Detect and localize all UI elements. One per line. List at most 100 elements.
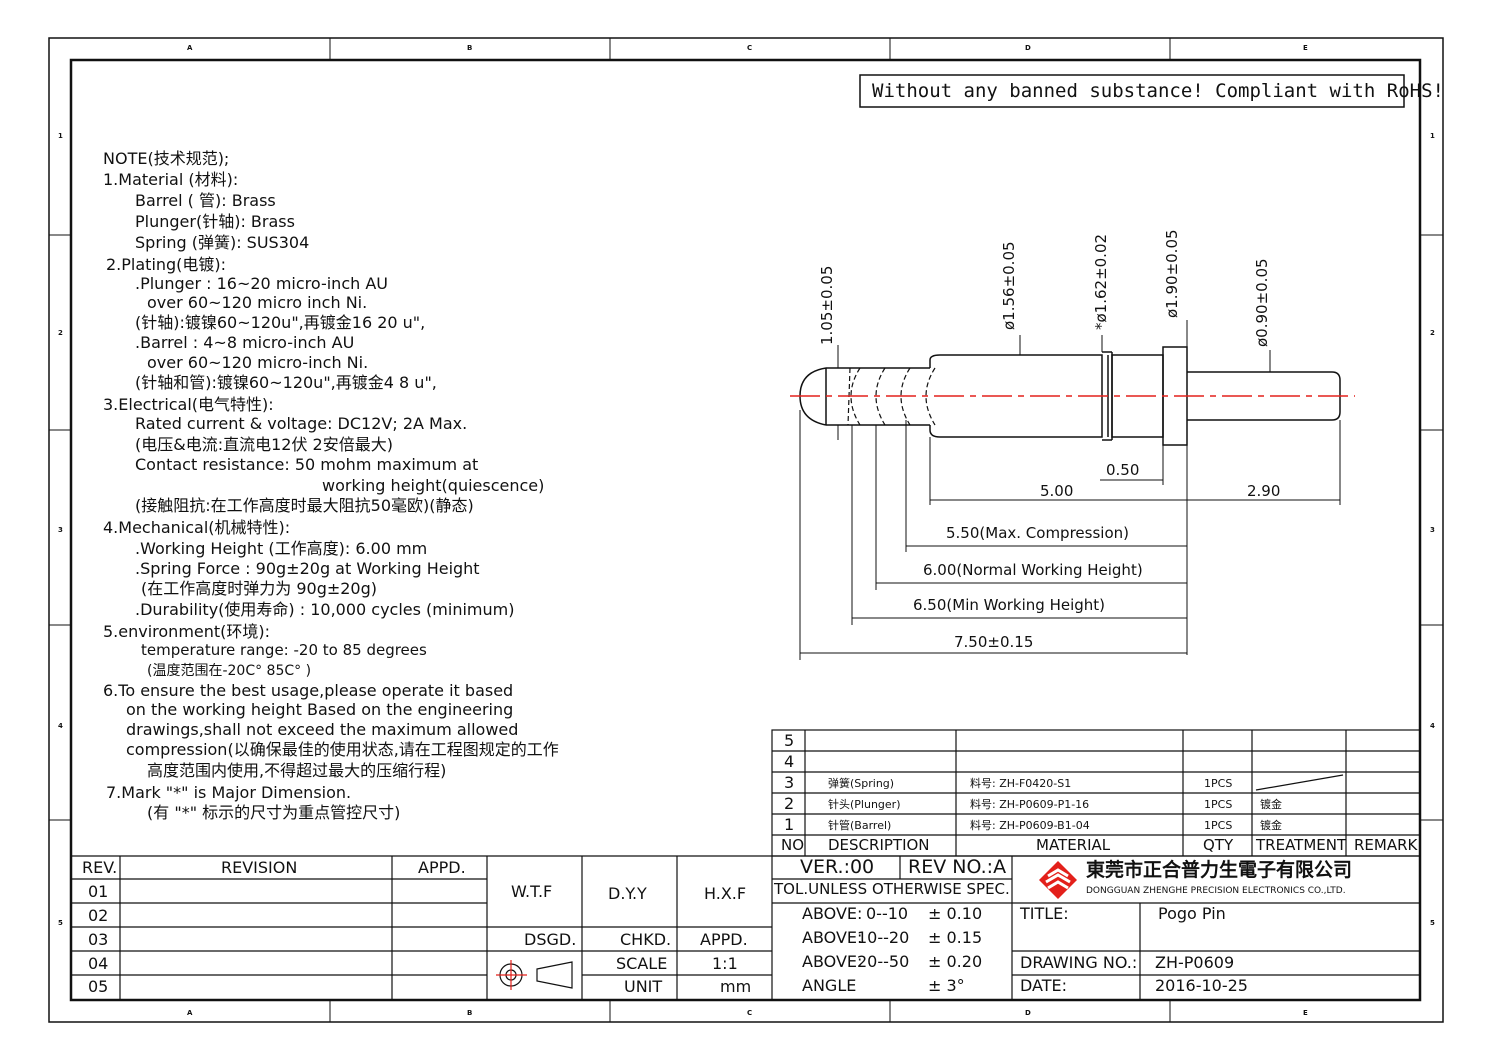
bom-no: 2 [784,794,795,813]
bom-desc: 弹簧(Spring) [828,777,895,790]
note-line: on the working height Based on the engin… [126,700,514,719]
note-line: 7.Mark "*" is Major Dimension. [106,783,352,802]
note-line: temperature range: -20 to 85 degrees [141,641,427,659]
note-line: .Barrel : 4~8 micro-inch AU [135,333,355,352]
dim-collar-width: 0.50 [1106,461,1140,479]
signoff-dyy: D.Y.Y [608,884,647,903]
note-line: 3.Electrical(电气特性): [103,395,274,414]
ruler-row-2-right: 2 [1430,329,1435,337]
note-line: Spring (弹簧): SUS304 [135,233,310,252]
appd-header: APPD. [418,858,466,877]
company-name-cn: 東莞市正合普力生電子有限公司 [1086,859,1353,881]
ruler-col-b-bottom: B [467,1009,473,1017]
scale-label: SCALE [616,954,668,973]
ruler-row-5: 5 [58,919,63,927]
note-line: Barrel ( 管): Brass [135,191,276,210]
dim-barrel-length: 5.00 [1040,482,1074,500]
ruler-row-4: 4 [58,722,63,730]
title-label: TITLE: [1020,904,1069,923]
dim-tip-length: 1.05±0.05 [818,265,836,345]
bom-desc: 针头(Plunger) [828,798,901,811]
ruler-col-a-bottom: A [187,1009,193,1017]
bom-treatment: 镀金 [1260,819,1282,832]
revision-number: REV NO.:A [908,856,1007,878]
bom-no: 5 [784,731,795,750]
rev-number: 01 [88,882,109,901]
note-line: (在工作高度时弹力为 90g±20g) [141,579,378,598]
signoff-wtf: W.T.F [511,882,553,901]
title-value: Pogo Pin [1158,904,1226,923]
note-line: (温度范围在-20C° 85C° ) [147,663,312,679]
bom-header-material: MATERIAL [1036,836,1111,854]
tol-value: ± 3° [928,976,965,995]
note-line: .Plunger : 16~20 micro-inch AU [135,274,388,293]
ruler-row-1-right: 1 [1430,132,1435,140]
tol-value: ± 0.10 [928,904,983,923]
bom-desc: 针管(Barrel) [828,819,892,832]
bom-qty: 1PCS [1204,798,1233,811]
date-label: DATE: [1020,976,1068,995]
note-line: over 60~120 micro inch Ni. [147,293,368,312]
ruler-col-d: D [1025,44,1031,52]
ruler-row-3-right: 3 [1430,526,1435,534]
note-line: 4.Mechanical(机械特性): [103,518,291,537]
dim-barrel-diameter: ø1.56±0.05 [1000,241,1018,330]
note-line: 2.Plating(电镀): [106,255,227,274]
note-line: 5.environment(环境): [103,622,271,641]
tol-range: 10--20 [857,928,910,947]
note-line: Contact resistance: 50 mohm maximum at [135,455,479,474]
dim-groove-diameter: *ø1.62±0.02 [1092,233,1110,330]
rohs-banner: Without any banned substance! Compliant … [872,80,1444,102]
ruler-row-3: 3 [58,526,63,534]
ruler-row-5-right: 5 [1430,919,1435,927]
ruler-col-e-bottom: E [1303,1009,1308,1017]
note-line: (电压&电流:直流电12伏 2安倍最大) [135,435,393,454]
ruler-col-d-bottom: D [1025,1009,1031,1017]
bom-no: 3 [784,773,795,792]
note-line: 6.To ensure the best usage,please operat… [103,681,514,700]
note-line: over 60~120 micro-inch Ni. [147,353,369,372]
note-line: .Spring Force : 90g±20g at Working Heigh… [135,559,480,578]
date-value: 2016-10-25 [1155,976,1248,995]
bom-material: 料号: ZH-F0420-S1 [970,777,1072,790]
bom-qty: 1PCS [1204,819,1233,832]
ruler-row-2: 2 [58,329,63,337]
drawing-no-value: ZH-P0609 [1155,953,1235,972]
tol-label: ABOVE: [802,928,863,947]
tol-label: ABOVE: [802,904,863,923]
company-name-en: DONGGUAN ZHENGHE PRECISION ELECTRONICS C… [1086,886,1346,896]
company-logo-icon [1039,861,1077,899]
ruler-col-b: B [467,44,473,52]
note-line: (接触阻抗:在工作高度时最大阻抗50毫欧)(静态) [135,496,474,515]
bom-header-no: NO [781,836,805,854]
unit-value: mm [720,977,752,996]
bom-no: 1 [784,815,795,834]
ruler-row-1: 1 [58,132,63,140]
rev-header: REV. [82,858,118,877]
ruler-col-a: A [187,44,193,52]
note-line: drawings,shall not exceed the maximum al… [126,720,519,739]
ruler-row-4-right: 4 [1430,722,1435,730]
note-line: 高度范围内使用,不得超过最大的压缩行程) [147,761,447,780]
rev-number: 05 [88,977,109,996]
note-line: compression(以确保最佳的使用状态,请在工程图规定的工作 [126,740,559,759]
bom-header-qty: QTY [1203,836,1234,854]
dim-pin-diameter: ø0.90±0.05 [1253,258,1271,347]
note-line: 1.Material (材料): [103,170,239,189]
bom-header-desc: DESCRIPTION [828,836,930,854]
rev-number: 02 [88,906,109,925]
scale-value: 1:1 [712,954,738,973]
note-line: (针轴):镀镍60~120u",再镀金16 20 u", [135,313,426,332]
rev-number: 04 [88,954,109,973]
note-line: (针轴和管):镀镍60~120u",再镀金4 8 u", [135,373,437,392]
signoff-dsgd: DSGD. [524,930,577,949]
bom-material: 料号: ZH-P0609-P1-16 [970,798,1090,811]
note-line: (有 "*" 标示的尺寸为重点管控尺寸) [147,803,401,822]
dim-pin-length: 2.90 [1247,482,1281,500]
dim-min-working-height: 6.50(Min Working Height) [913,596,1106,614]
tol-range: 0--10 [866,904,909,923]
bom-no: 4 [784,752,795,771]
dim-max-compression: 5.50(Max. Compression) [946,524,1129,542]
bom-qty: 1PCS [1204,777,1233,790]
